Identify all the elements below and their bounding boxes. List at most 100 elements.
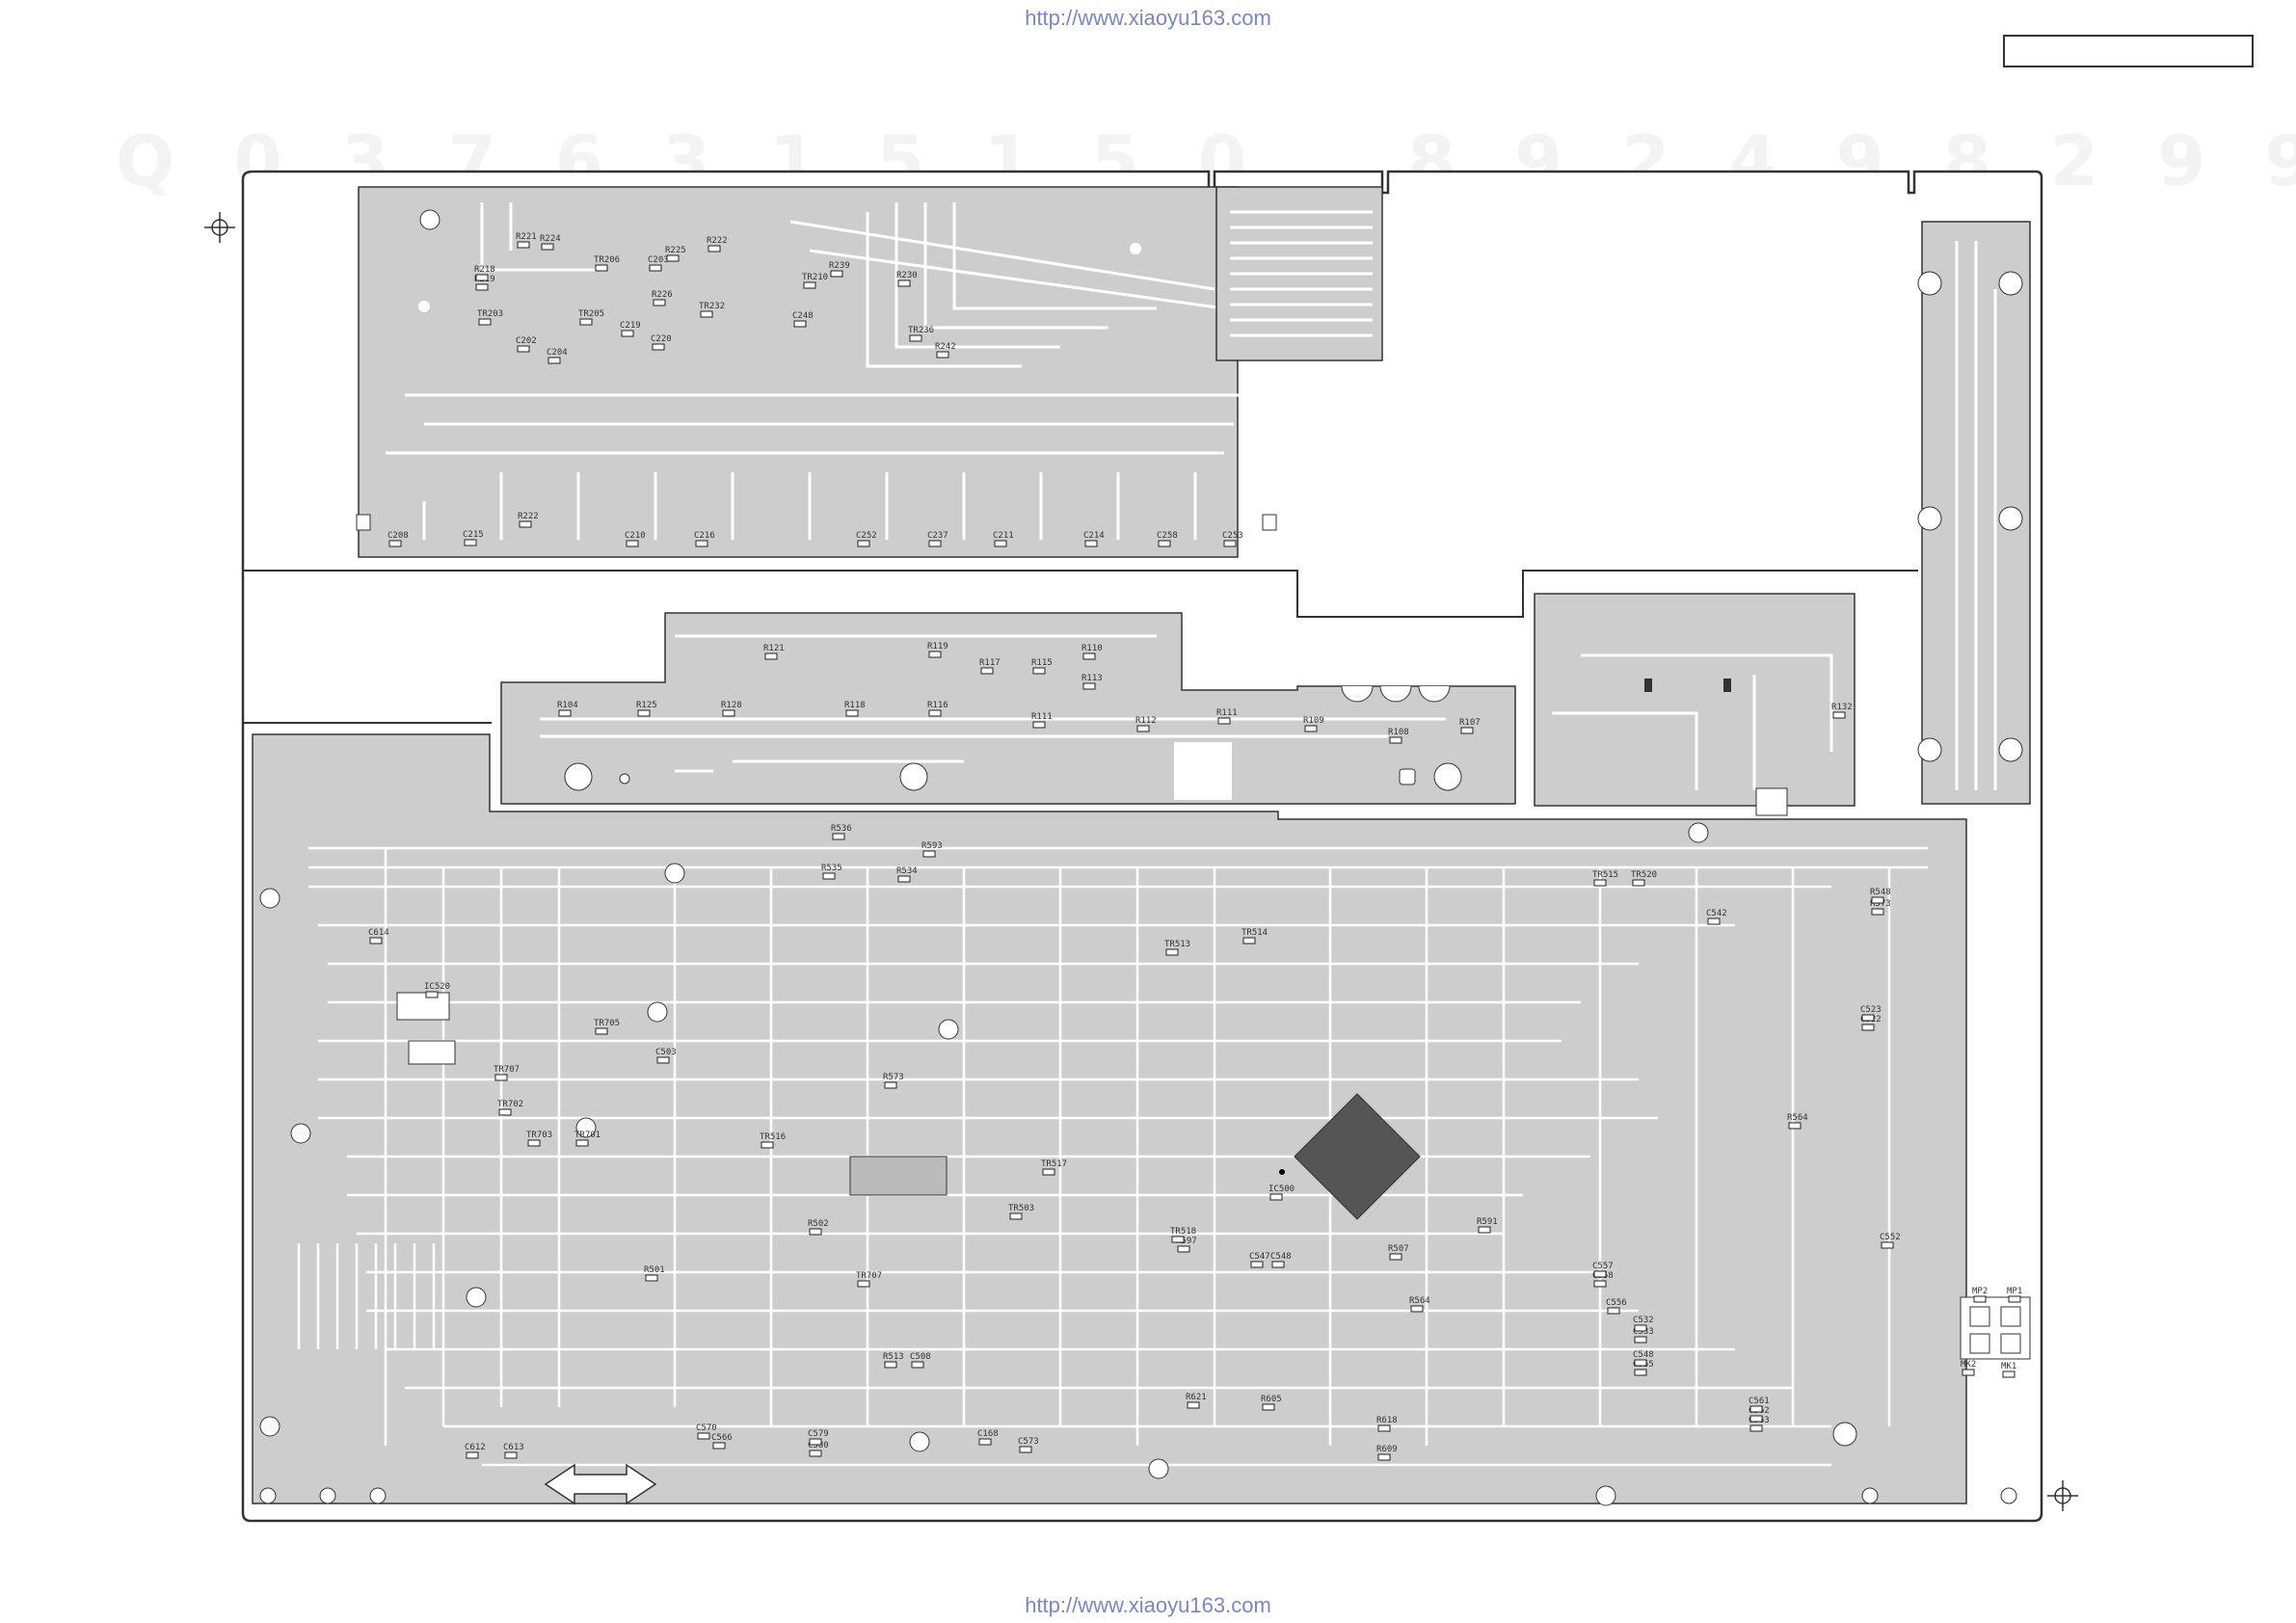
source-url-top[interactable]: http://www.xiaoyu163.com	[1025, 6, 1271, 30]
component-pad	[1749, 1405, 1763, 1413]
designator-label: C548	[1633, 1350, 1654, 1360]
component-pad	[475, 274, 489, 281]
copper-region-top-left	[356, 186, 1277, 558]
designator-label: R564	[1787, 1113, 1808, 1123]
component-pad	[695, 540, 708, 547]
designator-label: C532	[1633, 1316, 1654, 1325]
designator-label: R224	[540, 234, 561, 244]
component-pad	[494, 1074, 508, 1081]
component-pad	[595, 264, 608, 272]
mp-mk-block	[1960, 1296, 2031, 1360]
component-pad	[1271, 1261, 1285, 1268]
designator-label: C547	[1249, 1252, 1270, 1262]
designator-label: R221	[516, 232, 537, 242]
component-pad	[1187, 1401, 1200, 1409]
component-pad	[712, 1442, 726, 1450]
designator-label: R564	[1409, 1296, 1430, 1306]
source-url-bottom[interactable]: http://www.xiaoyu163.com	[1025, 1593, 1271, 1617]
component-pad	[1460, 727, 1474, 734]
component-pad	[697, 1432, 710, 1440]
designator-label: TR702	[497, 1100, 523, 1109]
component-pad	[884, 1361, 897, 1369]
designator-label: C614	[368, 928, 389, 938]
component-pad	[857, 1280, 870, 1288]
designator-label: IC520	[424, 982, 450, 992]
component-pad	[1389, 1253, 1402, 1261]
designator-label: TR232	[699, 302, 725, 311]
component-pad	[517, 241, 530, 249]
copper-region-right-strip	[1917, 221, 2031, 805]
designator-label: C548	[1270, 1252, 1292, 1262]
component-pads	[369, 241, 2021, 1461]
component-pad	[884, 1081, 897, 1089]
component-pad	[649, 264, 662, 272]
designator-label: R108	[1388, 728, 1409, 737]
component-pad	[656, 1056, 670, 1064]
component-pad	[793, 320, 807, 328]
designator-label: TR705	[594, 1019, 620, 1028]
component-pad	[1593, 1280, 1607, 1288]
designator-label: TR513	[1164, 940, 1190, 949]
designator-label: C579	[808, 1429, 829, 1439]
designator-label: C557	[1592, 1262, 1614, 1271]
designator-label: R591	[1477, 1217, 1498, 1227]
component-pad	[722, 709, 735, 717]
page-number-box	[2003, 35, 2254, 67]
component-pad	[1377, 1424, 1391, 1432]
designator-label: R222	[518, 512, 539, 521]
registration-mark-bottom-right	[2047, 1480, 2078, 1511]
designator-label: C573	[1018, 1437, 1039, 1447]
designator-label: C508	[910, 1352, 931, 1362]
designator-label: R513	[883, 1352, 904, 1362]
component-pad	[2002, 1370, 2016, 1378]
component-pad	[1250, 1261, 1264, 1268]
component-pad	[478, 318, 492, 326]
component-pad	[666, 254, 680, 262]
designator-label: R501	[644, 1265, 665, 1275]
component-pad	[857, 540, 870, 547]
copper-region-middle-band	[500, 612, 1516, 805]
designator-label: R242	[935, 342, 956, 352]
designator-label: R593	[921, 841, 943, 851]
component-pad	[928, 540, 942, 547]
component-pad	[1158, 540, 1171, 547]
designator-label: R535	[821, 864, 842, 873]
designator-label: C503	[655, 1048, 677, 1057]
registration-mark-top-left	[204, 212, 235, 243]
component-pad	[1082, 652, 1096, 660]
designator-label: R115	[1031, 658, 1053, 668]
designator-label: TR701	[574, 1131, 601, 1140]
designator-label: TR517	[1041, 1159, 1067, 1169]
component-pad	[621, 330, 634, 337]
designator-label: R573	[883, 1073, 904, 1082]
designator-label: R218	[474, 265, 495, 275]
component-pad	[466, 1451, 479, 1459]
component-pad	[1593, 879, 1607, 887]
component-pad	[1871, 908, 1884, 916]
designator-label: C566	[711, 1433, 733, 1443]
component-pad	[579, 318, 593, 326]
designator-label: TR210	[802, 273, 828, 282]
component-pad	[1749, 1415, 1763, 1423]
component-pad	[519, 520, 532, 528]
component-pad	[1832, 711, 1846, 719]
designator-label: MK1	[2001, 1362, 2016, 1371]
component-pad	[1478, 1226, 1491, 1234]
component-pad	[498, 1108, 512, 1116]
component-pad	[761, 1141, 774, 1149]
component-pad	[1410, 1305, 1424, 1313]
component-pad	[504, 1451, 518, 1459]
component-pad	[1593, 1270, 1607, 1278]
component-pad	[1861, 1014, 1875, 1022]
designator-label: C215	[463, 530, 484, 540]
designator-label: C253	[1222, 531, 1243, 541]
designator-label: R121	[763, 644, 785, 653]
designator-label: C237	[927, 531, 948, 541]
designator-label: TR503	[1008, 1204, 1034, 1213]
designator-label: TR205	[578, 309, 604, 319]
designator-label: R132	[1831, 703, 1853, 712]
component-pad	[595, 1027, 608, 1035]
component-pad	[1223, 540, 1237, 547]
designator-label: MK2	[1961, 1360, 1976, 1370]
designator-label: C570	[696, 1423, 717, 1433]
